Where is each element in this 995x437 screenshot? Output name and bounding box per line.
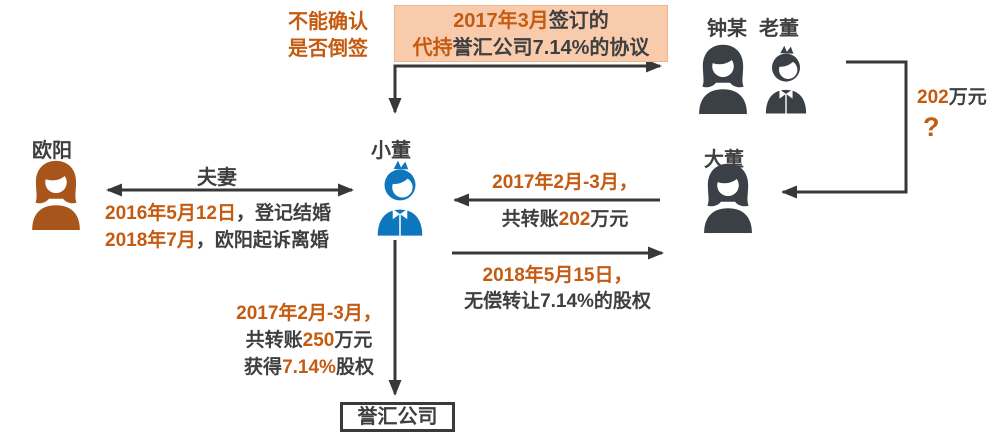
note-line2: 是否倒签 — [288, 38, 368, 60]
laodong-boy-icon — [758, 42, 814, 115]
investment-text: 2017年2月-3月， 共转账250万元 获得7.14%股权 — [228, 300, 390, 381]
equity-line2: 无偿转让7.14%的股权 — [464, 291, 651, 312]
label-ouyang: 欧阳 — [32, 140, 72, 162]
payment-202-label: 202万元 — [917, 87, 987, 108]
equity-transfer-text: 2018年5月15日， 无偿转让7.14%的股权 — [440, 263, 675, 315]
label-laodong: 老董 — [759, 18, 799, 40]
note-line1: 不能确认 — [288, 11, 368, 33]
investment-line2: 共转账250万元 — [245, 330, 373, 351]
marriage-line2: 2018年7月，欧阳起诉离婚 — [105, 230, 329, 251]
transfer202-line1: 2017年2月-3月， — [492, 172, 638, 193]
label-xiaodong: 小董 — [371, 140, 411, 162]
note-backdating: 不能确认 是否倒签 — [288, 9, 384, 63]
marriage-line1: 2016年5月12日，登记结婚 — [105, 203, 331, 224]
zhongmou-female-icon — [693, 42, 753, 115]
dadong-female-icon — [698, 161, 758, 234]
xiaodong-boy-icon — [369, 156, 431, 238]
investment-line1: 2017年2月-3月， — [236, 303, 382, 324]
company-box: 誉汇公司 — [340, 402, 455, 432]
labels-zhonglao: 钟某 老董 — [707, 12, 799, 41]
investment-line3: 获得7.14%股权 — [244, 357, 374, 378]
agreement-box: 2017年3月签订的 代持誉汇公司7.14%的协议 — [394, 5, 668, 62]
agreement-line2: 代持誉汇公司7.14%的协议 — [412, 37, 650, 59]
transfer202-line2: 共转账202万元 — [501, 209, 629, 230]
label-fuqi: 夫妻 — [197, 167, 237, 189]
label-zhongmou: 钟某 — [707, 18, 747, 40]
ouyang-female-icon — [26, 159, 86, 230]
equity-line1: 2018年5月15日， — [482, 265, 633, 286]
marriage-text: 2016年5月12日，登记结婚 2018年7月，欧阳起诉离婚 — [105, 200, 331, 254]
agreement-line1: 2017年3月签订的 — [453, 10, 609, 32]
question-mark: ? — [923, 112, 940, 142]
